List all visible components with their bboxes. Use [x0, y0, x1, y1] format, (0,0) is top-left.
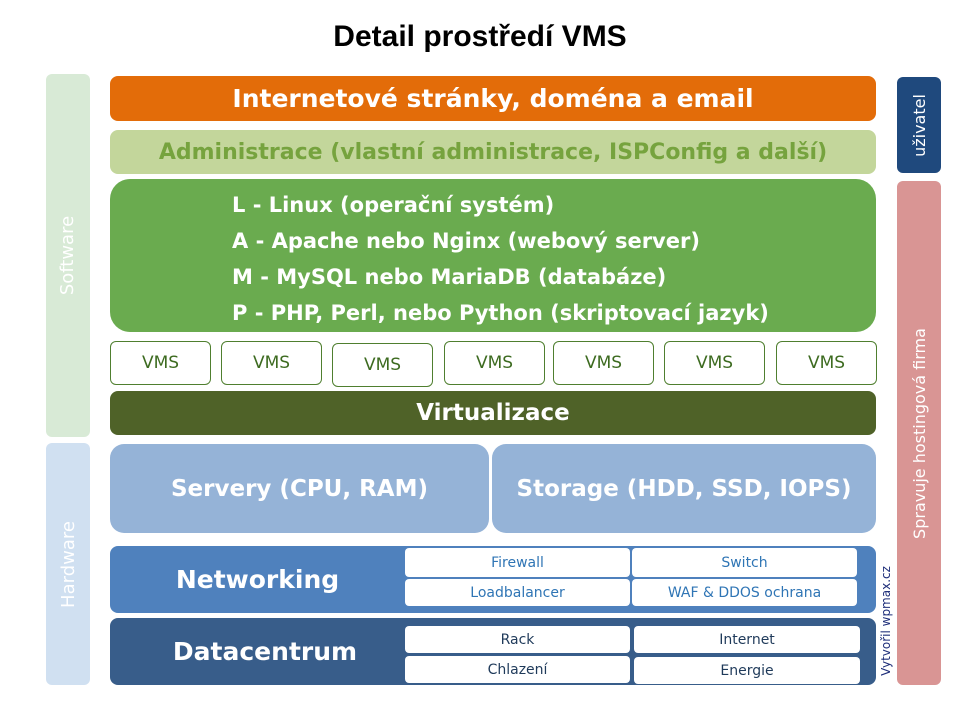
lamp-linux: L - Linux (operační systém) [232, 193, 555, 217]
vms-box: VMS [221, 341, 322, 385]
internet-cell: Internet [634, 626, 860, 653]
energy-cell: Energie [634, 657, 860, 684]
vms-box: VMS [444, 341, 545, 385]
credit-text: Vytvořil wpmax.cz [879, 566, 893, 676]
rack-cell: Rack [405, 626, 630, 653]
user-label: uživatel [909, 93, 929, 157]
user-sidebar: uživatel [897, 77, 941, 173]
web-layer: Internetové stránky, doména a email [110, 76, 876, 121]
vms-box: VMS [553, 341, 654, 385]
software-sidebar: Software [46, 74, 90, 437]
loadbalancer-cell: Loadbalancer [405, 579, 630, 606]
lamp-mysql: M - MySQL nebo MariaDB (databáze) [232, 265, 667, 289]
hosting-label: Spravuje hostingová firma [909, 327, 929, 539]
hardware-sidebar: Hardware [46, 443, 90, 685]
page-title: Detail prostředí VMS [333, 20, 627, 53]
virtualization-layer: Virtualizace [110, 391, 876, 435]
datacenter-label: Datacentrum [172, 637, 358, 666]
lamp-apache: A - Apache nebo Nginx (webový server) [232, 229, 700, 253]
lamp-php: P - PHP, Perl, nebo Python (skriptovací … [232, 301, 769, 325]
vms-box: VMS [776, 341, 877, 385]
lamp-layer: L - Linux (operační systém) A - Apache n… [110, 179, 876, 332]
waf-ddos-cell: WAF & DDOS ochrana [632, 579, 857, 606]
software-label: Software [57, 215, 79, 296]
firewall-cell: Firewall [405, 548, 630, 577]
storage-block: Storage (HDD, SSD, IOPS) [492, 444, 876, 533]
vms-box: VMS [664, 341, 765, 385]
switch-cell: Switch [632, 548, 857, 577]
vms-box: VMS [110, 341, 211, 385]
vms-box: VMS [332, 343, 433, 387]
cooling-cell: Chlazení [405, 656, 630, 683]
hosting-sidebar: Spravuje hostingová firma [897, 181, 941, 685]
hardware-label: Hardware [57, 520, 79, 608]
servers-block: Servery (CPU, RAM) [110, 444, 489, 533]
admin-layer: Administrace (vlastní administrace, ISPC… [110, 130, 876, 174]
networking-label: Networking [175, 565, 340, 594]
